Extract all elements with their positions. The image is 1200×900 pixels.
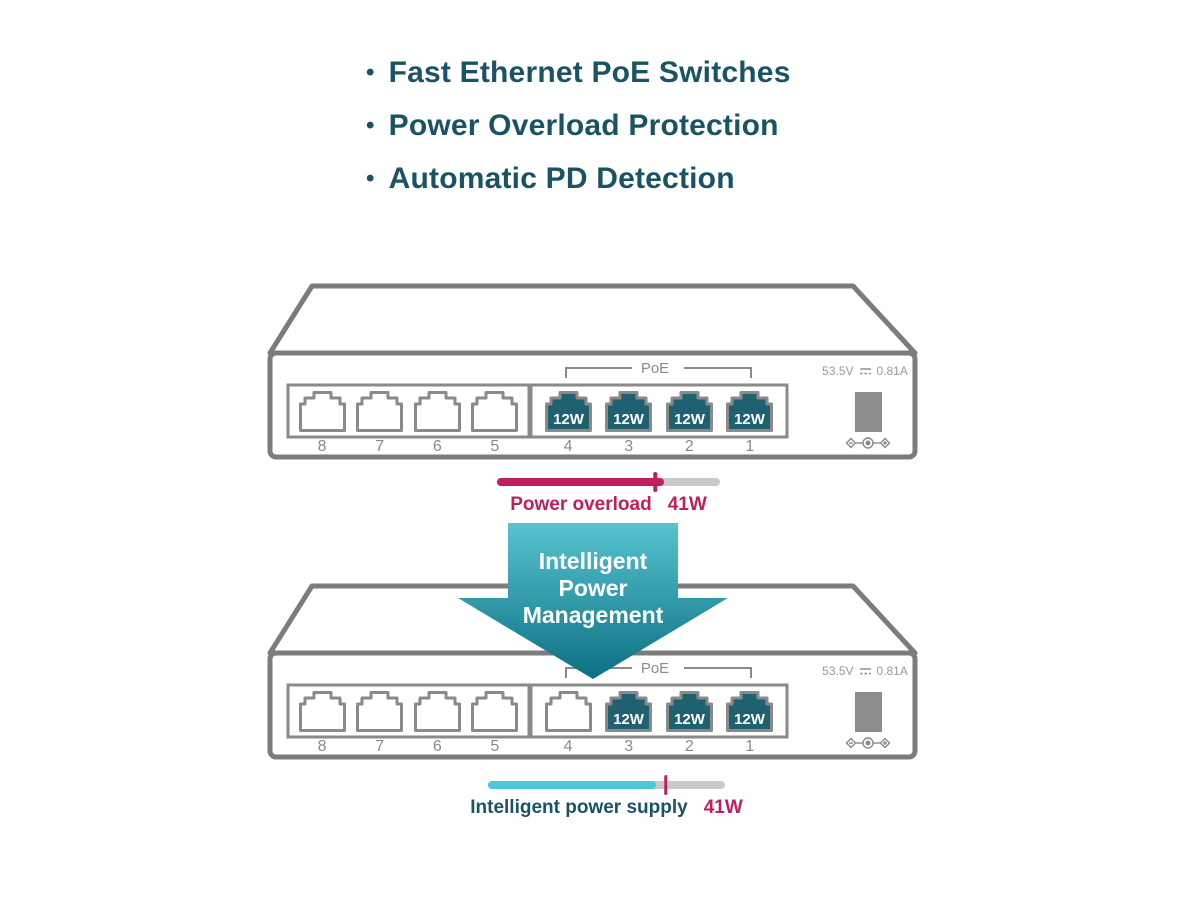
port-numbers-right: 4 3 2 1 (531, 738, 787, 756)
bullet-label: Fast Ethernet PoE Switches (388, 55, 791, 89)
port-number: 6 (432, 738, 442, 755)
bullet-dot-icon: • (366, 164, 375, 192)
svg-text:12W: 12W (734, 411, 766, 428)
port-number: 8 (317, 738, 327, 755)
port-group-left-outline (286, 683, 531, 739)
bar-limit-tick (653, 472, 658, 492)
bullet-label: Power Overload Protection (388, 108, 779, 142)
bullet-label: Automatic PD Detection (388, 161, 735, 195)
port-row-right: 12W 12W 12W 12W (531, 385, 787, 437)
bar-value: 41W (703, 797, 743, 818)
poe-port-rj45: 12W (544, 390, 592, 432)
bullet-dot-icon: • (366, 111, 375, 139)
empty-port-rj45 (298, 390, 346, 432)
empty-port-rj45 (298, 690, 346, 732)
power-overload-bar: Power overload 41W (497, 472, 720, 516)
bar-value: 41W (667, 494, 707, 515)
port-row-left (288, 385, 529, 437)
arrow-line: Management (522, 602, 664, 628)
port-group-right-outline (529, 383, 789, 439)
port-number: 8 (317, 438, 327, 455)
port-group-left-outline (286, 383, 531, 439)
dc-voltage-icon (859, 667, 871, 674)
port-number: 1 (745, 738, 755, 755)
port-group-right-outline (529, 683, 789, 739)
empty-port-rj45 (413, 390, 461, 432)
svg-text:12W: 12W (553, 411, 585, 428)
bar-label: Power overload (510, 494, 652, 515)
empty-port-rj45 (356, 390, 404, 432)
empty-port-rj45 (413, 690, 461, 732)
bar-track (488, 775, 725, 795)
port-row-left (288, 685, 529, 737)
poe-bracket (565, 367, 752, 378)
port-number: 3 (624, 438, 634, 455)
current-value: 0.81A (876, 664, 908, 678)
bullet-item: • Fast Ethernet PoE Switches (366, 46, 791, 99)
port-number: 1 (745, 438, 755, 455)
intelligent-power-supply-bar: Intelligent power supply 41W (470, 775, 743, 819)
empty-port-rj45 (471, 390, 519, 432)
bar-fill (497, 478, 665, 486)
port-number: 5 (490, 738, 500, 755)
svg-text:12W: 12W (734, 711, 766, 728)
poe-port-rj45: 12W (726, 390, 774, 432)
port-number: 3 (624, 738, 634, 755)
svg-text:12W: 12W (613, 411, 645, 428)
port-row-right: 12W 12W 12W (531, 685, 787, 737)
empty-port-rj45 (471, 690, 519, 732)
port-numbers-left: 8 7 6 5 (288, 438, 529, 456)
poe-port-rj45: 12W (665, 690, 713, 732)
port-number: 7 (375, 438, 385, 455)
port-numbers-right: 4 3 2 1 (531, 438, 787, 456)
port-number: 2 (684, 738, 694, 755)
feature-bullet-list: • Fast Ethernet PoE Switches • Power Ove… (366, 46, 791, 205)
port-number: 4 (563, 738, 573, 755)
poe-label: PoE (640, 360, 670, 377)
bullet-item: • Power Overload Protection (366, 99, 791, 152)
port-numbers-left: 8 7 6 5 (288, 738, 529, 756)
svg-text:12W: 12W (674, 711, 706, 728)
port-number: 5 (490, 438, 500, 455)
arrow-line: Intelligent (538, 548, 648, 574)
empty-port-rj45 (356, 690, 404, 732)
bullet-dot-icon: • (366, 58, 375, 86)
power-rating: 53.5V 0.81A (795, 364, 935, 378)
bar-label: Intelligent power supply (470, 797, 688, 818)
power-rating: 53.5V 0.81A (795, 664, 935, 678)
bullet-item: • Automatic PD Detection (366, 152, 791, 205)
arrow-line: Power (558, 575, 628, 601)
port-number: 4 (563, 438, 573, 455)
poe-label: PoE (640, 660, 670, 677)
bar-fill (488, 781, 657, 789)
current-value: 0.81A (876, 364, 908, 378)
port-number: 6 (432, 438, 442, 455)
poe-port-rj45: 12W (726, 690, 774, 732)
polarity-icon (845, 437, 891, 449)
svg-text:12W: 12W (613, 711, 645, 728)
bar-limit-tick (664, 775, 668, 795)
port-number: 7 (375, 738, 385, 755)
polarity-icon (845, 737, 891, 749)
svg-text:12W: 12W (674, 411, 706, 428)
switch-overloaded: PoE 53.5V 0.81A 12W 12W 12W 12W 8 7 6 5 4 3 2 1 (260, 280, 925, 475)
voltage-value: 53.5V (822, 664, 854, 678)
dc-power-jack (855, 692, 882, 732)
empty-port-rj45 (544, 690, 592, 732)
dc-voltage-icon (859, 367, 871, 374)
poe-port-rj45: 12W (605, 690, 653, 732)
port-number: 2 (684, 438, 694, 455)
poe-port-rj45: 12W (665, 390, 713, 432)
dc-power-jack (855, 392, 882, 432)
poe-port-rj45: 12W (605, 390, 653, 432)
bar-track (497, 472, 720, 492)
chassis-top-face (267, 283, 918, 356)
voltage-value: 53.5V (822, 364, 854, 378)
